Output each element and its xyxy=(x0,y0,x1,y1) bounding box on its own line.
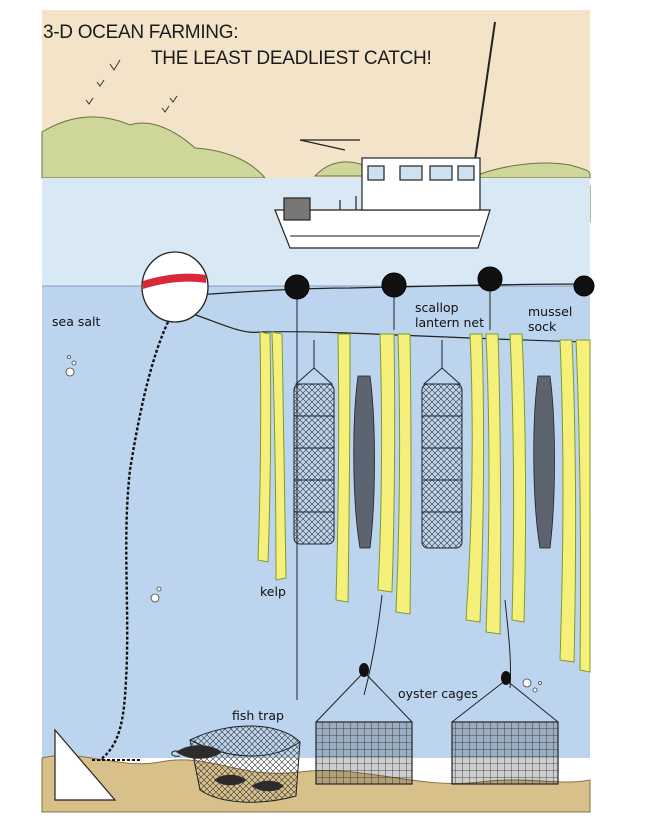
label-scallop-line1: scallop xyxy=(415,300,459,315)
floats xyxy=(284,266,595,300)
marker-buoy xyxy=(141,251,209,323)
oyster-cage-2 xyxy=(451,671,559,785)
mussel-socks xyxy=(353,375,555,549)
lantern-net-1 xyxy=(293,340,335,545)
fish-icon-1 xyxy=(176,745,222,759)
label-oyster-cages: oyster cages xyxy=(398,686,478,701)
title-line-1: 3-D OCEAN FARMING: xyxy=(43,22,239,43)
oyster-cage-1 xyxy=(315,663,413,785)
label-scallop-line2: lantern net xyxy=(415,315,484,330)
birds xyxy=(85,59,178,113)
label-sea-salt: sea salt xyxy=(52,314,101,329)
fishing-boat xyxy=(274,21,496,249)
label-fish-trap: fish trap xyxy=(232,708,284,723)
fish-trap xyxy=(171,725,301,803)
left-hills xyxy=(41,116,267,179)
bubbles xyxy=(65,355,542,693)
fish-icon-2 xyxy=(214,774,246,786)
surface-line xyxy=(179,283,591,297)
anchor xyxy=(54,728,117,801)
label-kelp: kelp xyxy=(260,584,286,599)
label-mussel-line1: mussel xyxy=(528,304,573,319)
title-line-2: THE LEAST DEADLIEST CATCH! xyxy=(151,48,432,69)
anchor-chain xyxy=(99,321,170,761)
label-mussel-line2: sock xyxy=(528,319,557,334)
kelp-ribbons xyxy=(257,331,591,673)
far-right-hills xyxy=(469,162,591,179)
fish-icon-3 xyxy=(252,780,284,792)
lantern-net-2 xyxy=(421,340,463,549)
